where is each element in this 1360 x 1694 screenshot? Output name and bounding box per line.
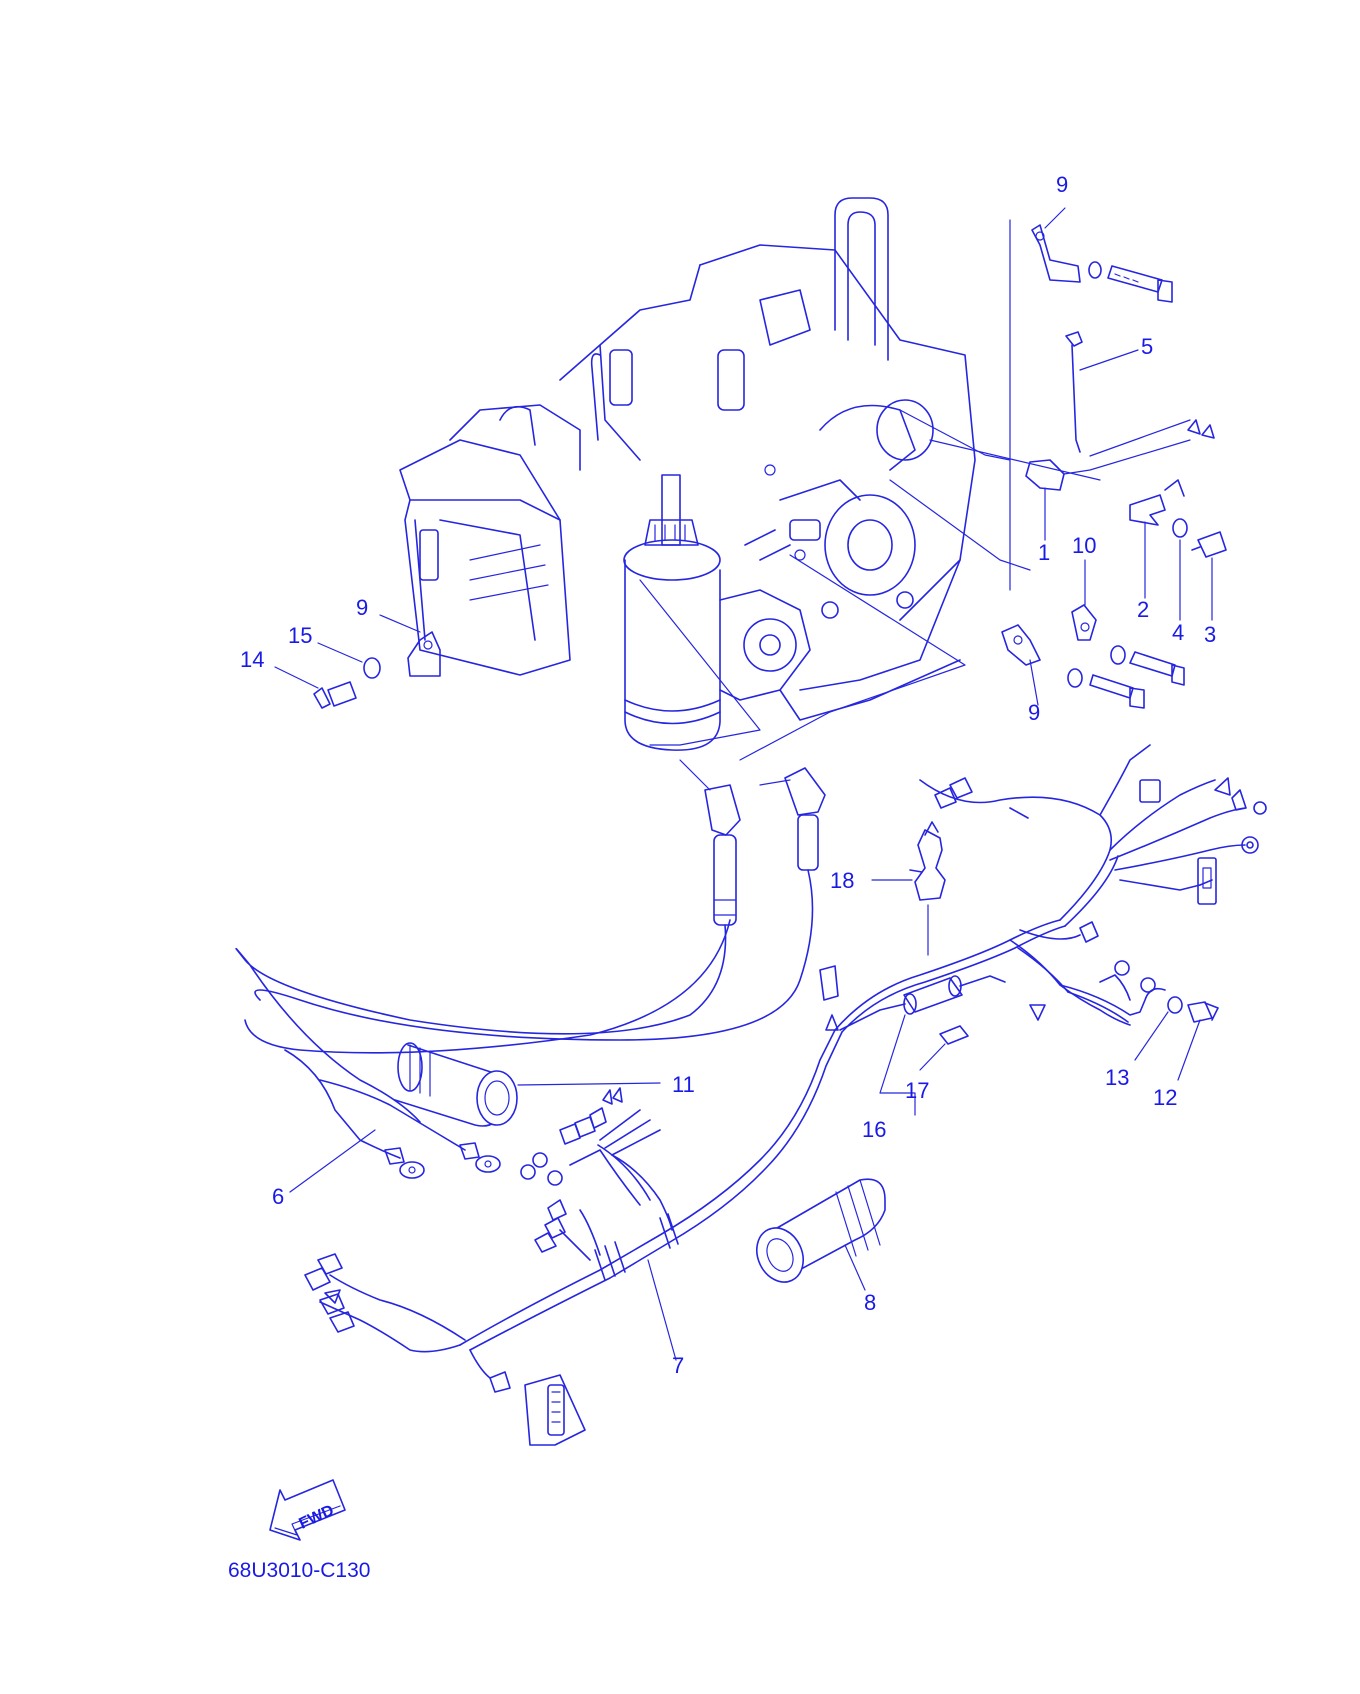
bolt-low xyxy=(1089,674,1145,709)
part-8-sleeve xyxy=(756,1178,886,1283)
leader-part-11 xyxy=(517,1082,661,1086)
bolt-part-3 xyxy=(1191,531,1227,558)
connector-terminals-mid xyxy=(534,1199,567,1253)
callout-11: 11 xyxy=(672,1072,695,1097)
cable-loop-inner xyxy=(254,869,814,1041)
leader-part-15 xyxy=(317,642,363,663)
callout-9-left: 9 xyxy=(356,595,368,620)
callout-2: 2 xyxy=(1137,597,1149,622)
part-10-clamp xyxy=(1071,604,1097,641)
washer-upper xyxy=(1088,261,1102,279)
washer-part-4 xyxy=(1172,518,1188,538)
leader-part-12 xyxy=(1177,1019,1201,1081)
leader-part-5 xyxy=(1079,349,1139,371)
fwd-arrow-icon: FWD xyxy=(269,1479,346,1541)
bolt-part-14 xyxy=(313,681,357,709)
starter-cable-boot-left xyxy=(704,784,741,926)
ring-terminal-1 xyxy=(384,1147,425,1179)
part-6-ground-cable xyxy=(284,1049,401,1159)
callout-9-right: 9 xyxy=(1028,700,1040,725)
connector-multipin xyxy=(489,1371,586,1446)
ground-cables-right xyxy=(1059,960,1166,1023)
engine-block xyxy=(399,197,1101,761)
connector-terminals-left xyxy=(304,1253,355,1333)
leader-part-16 xyxy=(879,1014,916,1116)
callout-17: 17 xyxy=(905,1078,929,1103)
callout-1: 1 xyxy=(1038,540,1050,565)
part-16-fuse-holder xyxy=(839,975,1006,1031)
routing-arrow-up xyxy=(825,1014,839,1031)
callout-8: 8 xyxy=(864,1290,876,1315)
part-9-bracket-right xyxy=(1001,624,1041,666)
part-18-clip xyxy=(909,821,946,901)
part-2-plate xyxy=(1129,479,1185,526)
callout-4: 4 xyxy=(1172,620,1184,645)
ring-terminal-2 xyxy=(459,1142,501,1173)
callout-15: 15 xyxy=(288,623,312,648)
leader-part-7 xyxy=(647,1259,677,1361)
leader-part-9-bracket-left xyxy=(379,614,421,633)
callout-5: 5 xyxy=(1141,334,1153,359)
leader-part-6 xyxy=(289,1129,376,1193)
leader-part-9-bracket-top xyxy=(1044,207,1066,229)
part-9-bracket-top xyxy=(1031,224,1081,283)
bolt-mid xyxy=(1129,651,1185,686)
part-6-ground-cable-2 xyxy=(319,1079,466,1151)
harness-terminals-upper-right xyxy=(934,777,1267,943)
diagram-code: 68U3010-C130 xyxy=(228,1559,370,1582)
leader-part-17 xyxy=(919,1043,946,1071)
callout-9-top: 9 xyxy=(1056,172,1068,197)
leader-part-8 xyxy=(844,1244,866,1291)
callout-7: 7 xyxy=(672,1353,684,1378)
routing-arrow-small xyxy=(1029,1004,1046,1021)
starter-cable-guide xyxy=(679,759,791,791)
callout-6: 6 xyxy=(272,1184,284,1209)
part-1-sensor xyxy=(1025,419,1215,491)
callout-12: 12 xyxy=(1153,1085,1177,1110)
callout-13: 13 xyxy=(1105,1065,1129,1090)
harness-socket xyxy=(819,965,839,1001)
part-6-cable xyxy=(235,924,727,1123)
callout-3: 3 xyxy=(1204,622,1216,647)
starter-cable-boot-right xyxy=(784,767,826,871)
leader-part-13 xyxy=(1134,1011,1169,1061)
connector-terminals-upper xyxy=(520,1087,673,1231)
callout-18: 18 xyxy=(830,868,854,893)
part-17-fuse xyxy=(939,1025,969,1045)
fwd-label: FWD xyxy=(297,1502,337,1533)
callout-16: 16 xyxy=(862,1117,886,1142)
washer-low xyxy=(1067,668,1083,688)
washer-part-13 xyxy=(1167,996,1183,1014)
leader-part-14 xyxy=(274,666,319,689)
bolt-part-12 xyxy=(1187,1001,1219,1023)
cable-loop-outer xyxy=(244,919,731,1054)
callout-14: 14 xyxy=(240,647,264,672)
part-9-bracket-left xyxy=(407,631,441,677)
part-11-sleeve xyxy=(394,1042,518,1127)
washer-mid xyxy=(1110,645,1126,665)
part-5-cable-tie xyxy=(1065,331,1083,453)
callout-numbers: 9 5 1 10 2 4 3 9 9 15 14 18 11 17 16 13 … xyxy=(240,172,1216,1378)
bolt-upper xyxy=(1107,265,1173,303)
part-7-wire-harness xyxy=(319,744,1246,1379)
callout-10: 10 xyxy=(1072,533,1096,558)
washer-part-15 xyxy=(363,657,381,679)
leader-part-9-bracket-right xyxy=(1029,659,1039,706)
